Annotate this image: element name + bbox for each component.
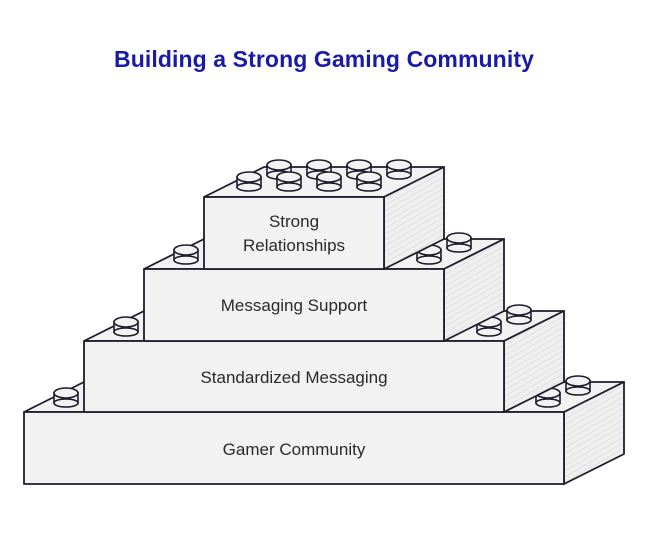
stud xyxy=(316,171,342,192)
stud xyxy=(113,316,139,337)
stud xyxy=(386,159,412,180)
brick-messaging-support: Messaging Support xyxy=(143,232,505,342)
layer-label-messaging-support: Messaging Support xyxy=(221,296,368,315)
stud xyxy=(356,171,382,192)
diagram-title: Building a Strong Gaming Community xyxy=(114,46,534,72)
stud xyxy=(53,387,79,408)
layer-label-strong-relationships-line1: Strong xyxy=(269,212,319,231)
stud xyxy=(446,232,472,253)
brick-strong-relationships: Strong Relationships xyxy=(203,159,445,270)
stud xyxy=(173,244,199,265)
stud xyxy=(276,171,302,192)
layer-label-gamer-community: Gamer Community xyxy=(223,440,366,459)
stud xyxy=(306,159,332,180)
layer-label-strong-relationships-line2: Relationships xyxy=(243,236,345,255)
stud xyxy=(565,375,591,396)
stud xyxy=(506,304,532,325)
layer-label-standardized-messaging: Standardized Messaging xyxy=(200,368,387,387)
stud xyxy=(236,171,262,192)
